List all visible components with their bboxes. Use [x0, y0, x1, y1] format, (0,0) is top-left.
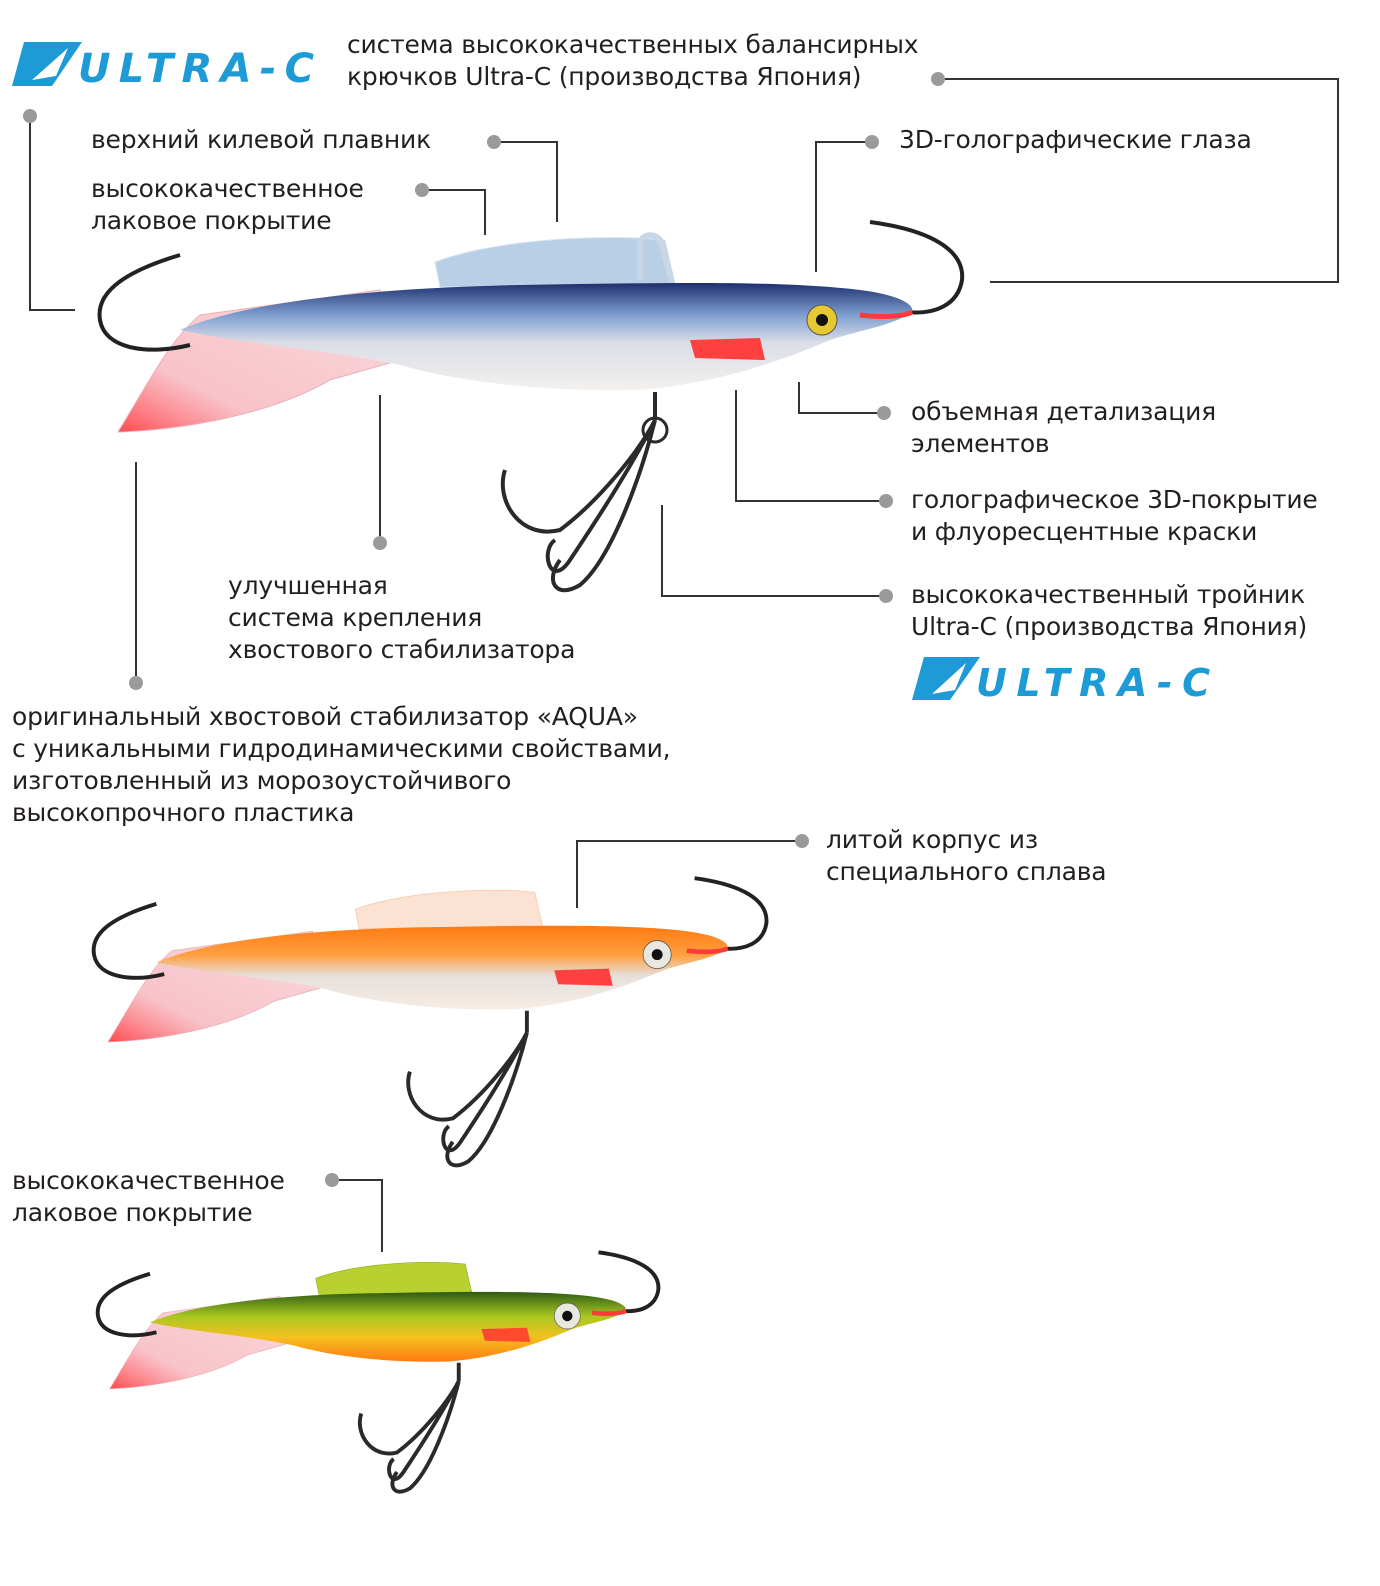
fin-loop	[637, 232, 675, 283]
svg-text:ULTRA-C: ULTRA-C	[78, 46, 318, 90]
treble-hook	[500, 392, 657, 593]
body	[180, 282, 913, 391]
dorsal-fin	[434, 236, 676, 288]
fish-orange	[91, 876, 769, 1168]
callout-aqua-stabilizer: оригинальный хвостовой стабилизатор «AQU…	[12, 702, 671, 827]
fish-blue	[97, 220, 965, 593]
svg-text:ULTRA-C: ULTRA-C	[976, 661, 1214, 703]
fish-green	[95, 1250, 661, 1494]
left-hook	[97, 253, 191, 352]
right-hook	[869, 220, 965, 315]
callout-eyes: 3D-голографические глаза	[899, 125, 1252, 154]
callout-dots	[23, 72, 945, 1187]
ultra-c-logo-top: ULTRA-C	[12, 42, 318, 90]
ultra-c-logo-bottom: ULTRA-C	[912, 657, 1214, 703]
callout-keel-fin: верхний килевой плавник	[91, 125, 431, 154]
pectoral-fin	[690, 338, 765, 360]
